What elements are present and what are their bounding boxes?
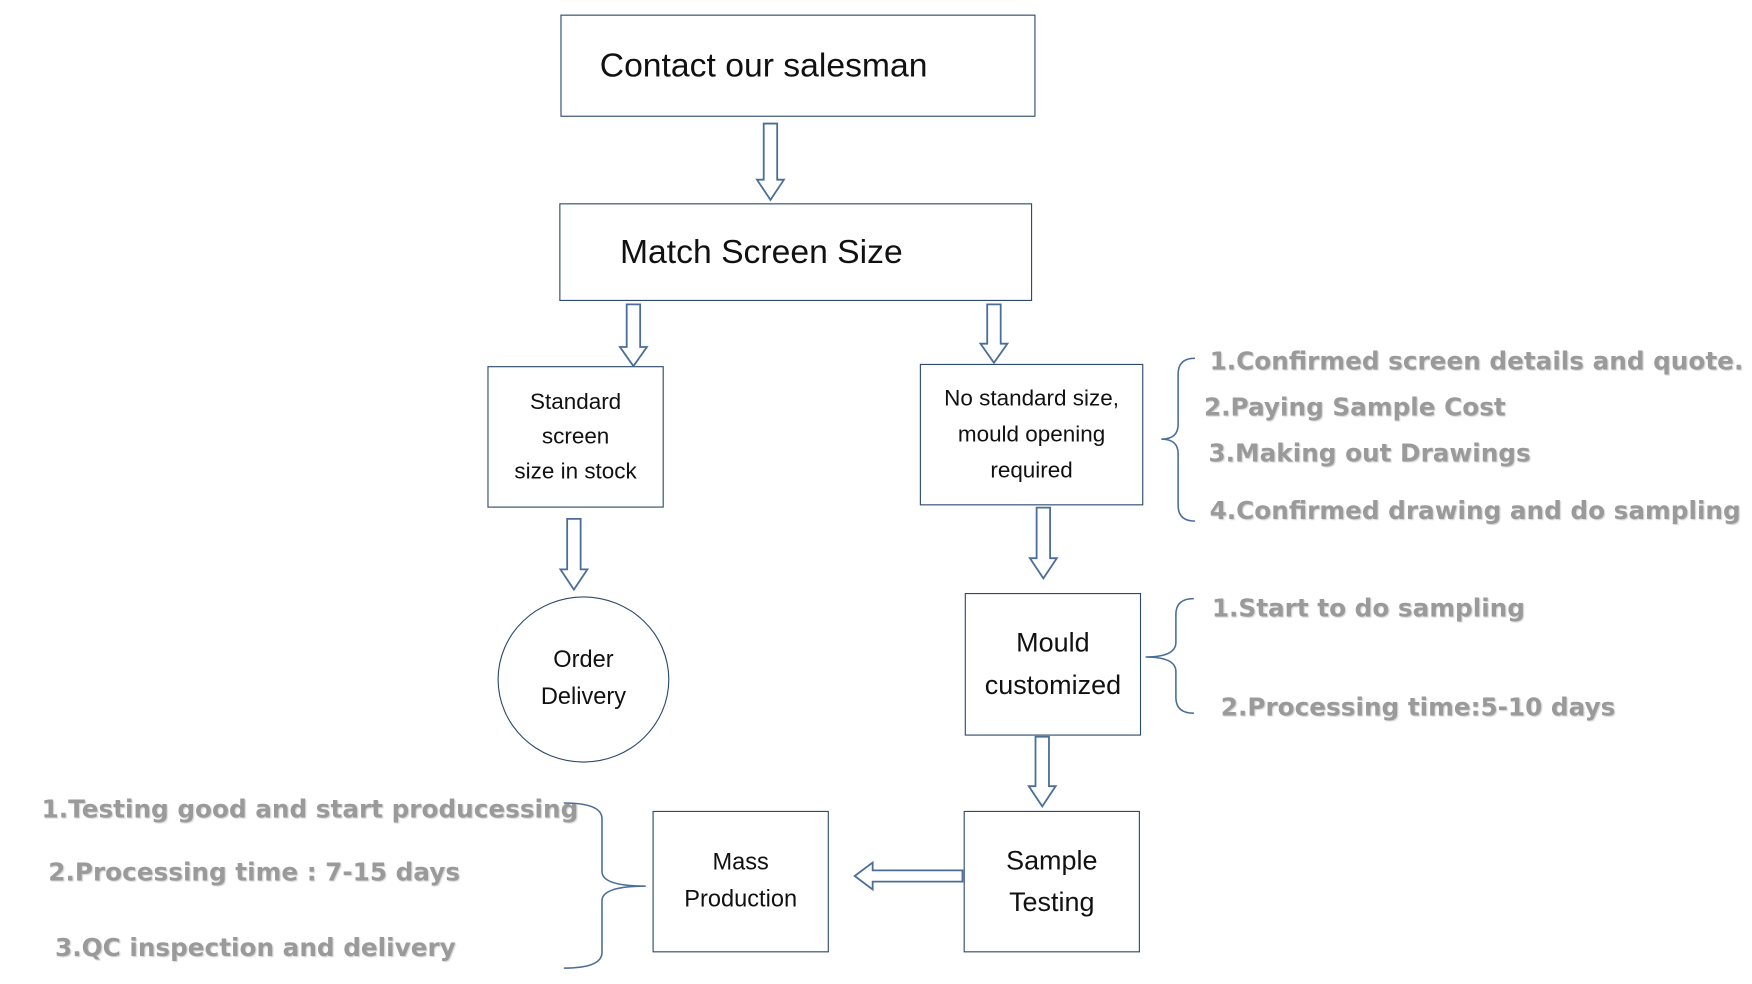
standard-size-label: Standard screen size in stock (514, 389, 637, 484)
no-standard-step-4: 4.Confirmed drawing and do sampling (1209, 497, 1741, 526)
arrow-sample-to-mass (853, 860, 964, 892)
mass-production-box: Mass Production (652, 810, 829, 953)
mass-step-1: 1.Testing good and start producessing (41, 796, 579, 825)
standard-size-box: Standard screen size in stock (487, 366, 664, 508)
arrow-match-to-no-standard (978, 303, 1010, 365)
brace-mass (563, 802, 646, 969)
match-screen-size-label: Match Screen Size (619, 233, 903, 271)
mass-production-label: Mass Production (684, 849, 798, 912)
brace-mould (1145, 597, 1194, 714)
match-screen-size-box: Match Screen Size (559, 203, 1033, 301)
brace-no-standard (1161, 357, 1195, 522)
order-delivery-label: Order Delivery (540, 647, 627, 710)
mould-step-2: 2.Processing time:5-10 days (1220, 694, 1616, 723)
arrow-contact-to-match (755, 122, 786, 202)
contact-salesman-label: Contact our salesman (599, 46, 928, 85)
mass-step-2: 2.Processing time : 7-15 days (48, 859, 461, 888)
no-standard-size-label: No standard size, mould opening required (944, 386, 1119, 483)
mass-step-3: 3.QC inspection and delivery (55, 934, 456, 963)
sample-testing-label: Sample Testing (1006, 845, 1098, 918)
sample-testing-box: Sample Testing (963, 810, 1140, 953)
mould-customized-box: Mould customized (964, 592, 1142, 736)
no-standard-step-3: 3.Making out Drawings (1208, 440, 1531, 469)
arrow-no-standard-to-mould (1028, 506, 1059, 581)
no-standard-step-1: 1.Confirmed screen details and quote. (1209, 348, 1744, 377)
arrow-standard-to-order (558, 517, 590, 592)
contact-salesman-box: Contact our salesman (560, 14, 1036, 117)
arrow-match-to-standard (618, 303, 649, 368)
arrow-mould-to-sample (1027, 735, 1058, 809)
order-delivery-node: Order Delivery (497, 596, 670, 763)
mould-customized-label: Mould customized (984, 628, 1122, 701)
no-standard-size-box: No standard size, mould opening required (919, 363, 1144, 506)
no-standard-step-2: 2.Paying Sample Cost (1203, 394, 1506, 423)
mould-step-1: 1.Start to do sampling (1211, 595, 1525, 624)
